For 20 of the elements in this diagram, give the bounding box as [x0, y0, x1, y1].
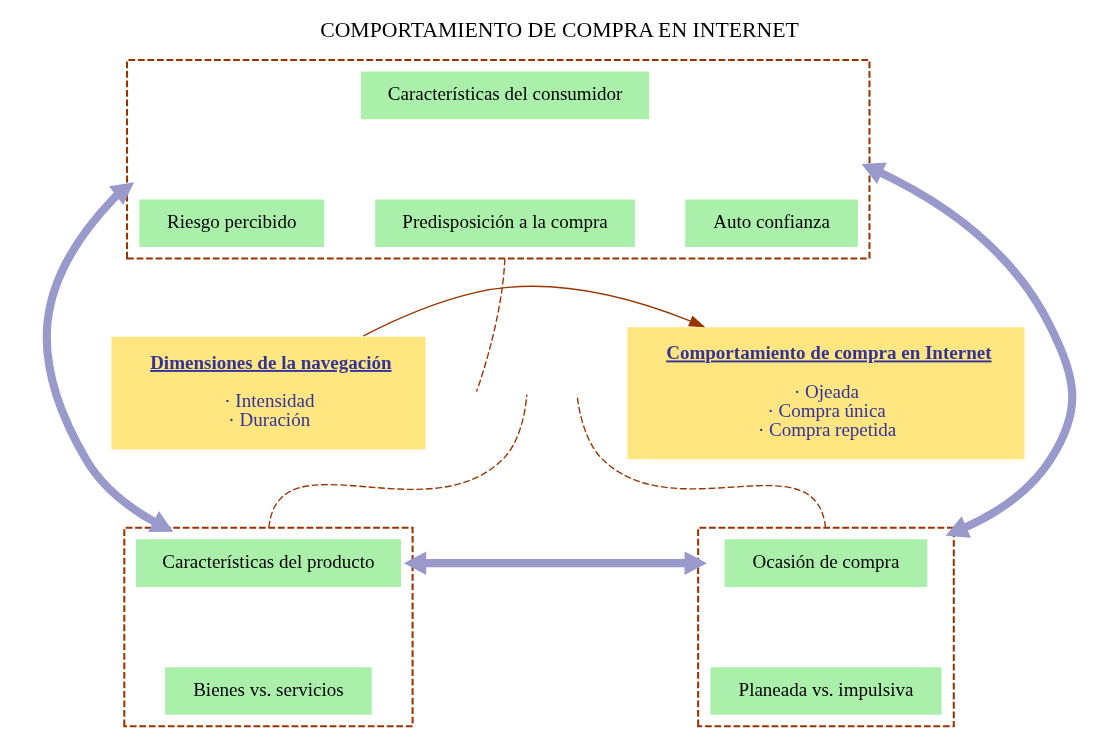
- node-box: Bienes vs. servicios: [163, 665, 374, 717]
- connector: [475, 257, 506, 393]
- node-box: Predisposición a la compra: [373, 198, 637, 249]
- connector: [268, 394, 528, 529]
- node-box: Ocasión de compra: [723, 538, 929, 589]
- node-box: Comportamiento de compra en Internet · Ojeada · Compra única · Compra repetida: [626, 325, 1026, 461]
- arrow: [362, 285, 706, 337]
- node-box: Dimensiones de la navegación · Intensidad · Duración: [110, 335, 427, 451]
- node-box: Auto confianza: [683, 198, 860, 249]
- arrow: [42, 182, 174, 532]
- diagram-title: COMPORTAMIENTO DE COMPRA EN INTERNET: [320, 17, 799, 42]
- cluster: [123, 526, 414, 728]
- node-box: Planeada vs. impulsiva: [709, 665, 943, 717]
- cluster: [126, 59, 871, 260]
- arrow: [403, 551, 707, 575]
- cluster: [697, 526, 955, 728]
- node-box: Características del consumidor: [359, 70, 651, 121]
- node-box: Características del producto: [134, 538, 403, 589]
- node-box: Riesgo percibido: [137, 198, 326, 249]
- arrow: [861, 162, 1077, 538]
